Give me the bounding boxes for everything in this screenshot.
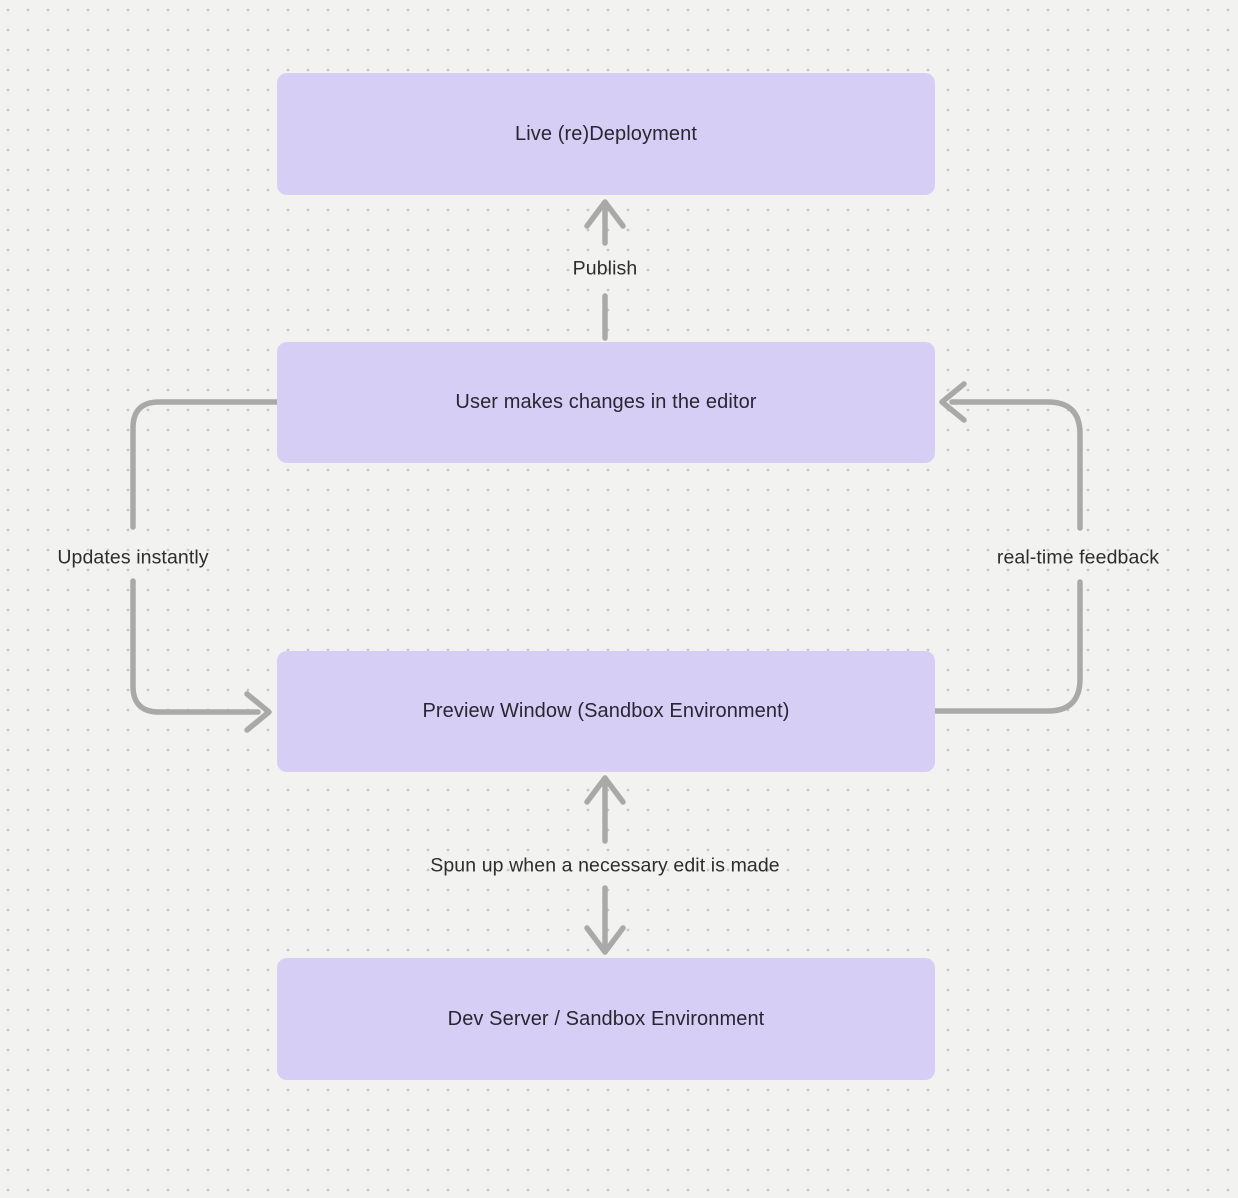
node-live-redeployment: Live (re)Deployment bbox=[277, 73, 935, 195]
arrowhead-right-icon bbox=[244, 691, 272, 733]
node-label: Dev Server / Sandbox Environment bbox=[447, 1007, 765, 1030]
edge-label-updates-instantly: Updates instantly bbox=[57, 546, 209, 569]
edge-label-realtime-feedback: real-time feedback bbox=[996, 546, 1160, 569]
arrowhead-up-icon bbox=[584, 775, 626, 805]
node-dev-server: Dev Server / Sandbox Environment bbox=[277, 958, 935, 1080]
arrowhead-down-icon bbox=[584, 925, 626, 955]
node-preview-window: Preview Window (Sandbox Environment) bbox=[277, 651, 935, 772]
node-user-editor: User makes changes in the editor bbox=[277, 342, 935, 463]
edge-label-publish: Publish bbox=[572, 257, 638, 280]
node-label: User makes changes in the editor bbox=[455, 391, 757, 413]
edge-label-spun-up: Spun up when a necessary edit is made bbox=[430, 854, 780, 877]
arrowhead-up-icon bbox=[584, 199, 626, 229]
arrowhead-left-icon bbox=[939, 381, 967, 423]
node-label: Preview Window (Sandbox Environment) bbox=[422, 700, 790, 722]
node-label: Live (re)Deployment bbox=[515, 122, 697, 145]
